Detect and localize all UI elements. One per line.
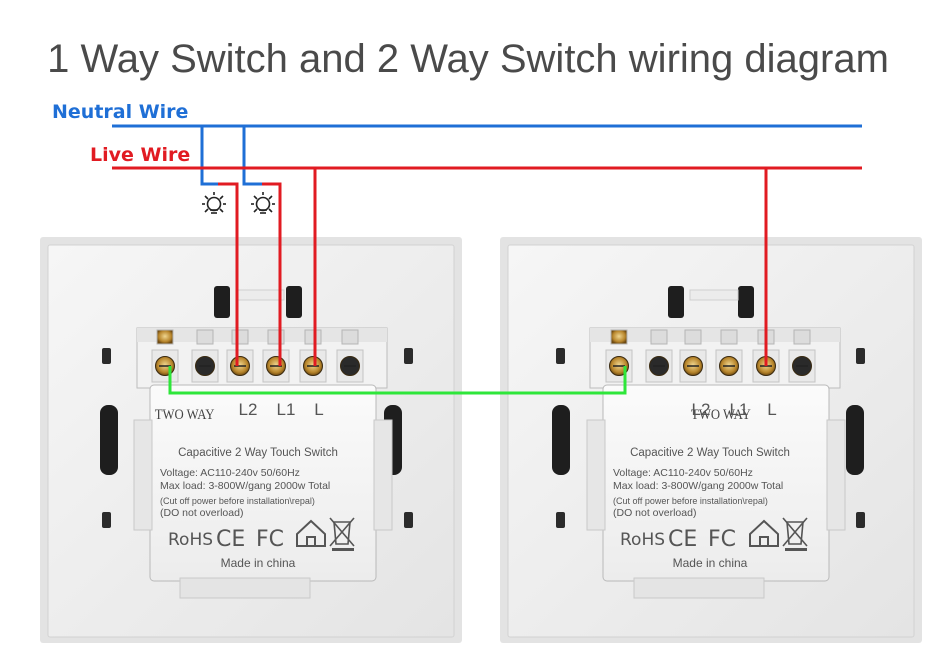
overload-note: (DO not overload)	[613, 507, 696, 519]
max-load-spec: Max load: 3-800W/gang 2000w Total	[160, 480, 330, 492]
switch-type-label: TWO WAY	[691, 407, 751, 423]
module-label-2: TWO WAY L2 L1 L Capacitive 2 Way Touch S…	[613, 400, 808, 570]
neutral-drop-bulb-1	[200, 126, 218, 186]
traveler-wire	[168, 366, 627, 395]
switch-plate-1	[40, 237, 462, 643]
terminal-label-l2: L2	[692, 400, 711, 419]
neutral-wire-label: Neutral Wire	[52, 101, 188, 123]
wires	[112, 124, 862, 395]
fc-mark: FC	[256, 527, 284, 552]
screw-terminal-icon	[191, 329, 219, 383]
overload-note: (DO not overload)	[160, 507, 243, 519]
weee-bin-icon	[329, 517, 355, 551]
home-icon	[296, 519, 326, 547]
rohs-mark: RoHS	[168, 530, 213, 550]
screw-terminal-icon	[679, 329, 707, 383]
max-load-spec: Max load: 3-800W/gang 2000w Total	[613, 480, 783, 492]
terminal-label-l1: L1	[277, 400, 296, 419]
light-bulb-icon	[251, 192, 275, 214]
switch-type-label: TWO WAY	[155, 407, 215, 423]
screw-terminal-icon	[299, 329, 327, 383]
ce-mark: CE	[216, 527, 245, 552]
load-wire-l2	[218, 182, 239, 366]
switch-plate-2	[500, 237, 922, 643]
fc-mark: FC	[708, 527, 736, 552]
ce-mark: CE	[668, 527, 697, 552]
light-bulb-icon	[202, 192, 226, 214]
rohs-mark: RoHS	[620, 530, 665, 550]
screw-terminal-icon	[336, 329, 364, 383]
terminal-label-l: L	[314, 400, 323, 419]
neutral-drop-bulb-2	[242, 126, 262, 186]
diagram-title: 1 Way Switch and 2 Way Switch wiring dia…	[47, 37, 889, 81]
weee-bin-icon	[782, 517, 808, 551]
module-label-1: TWO WAY L2 L1 L Capacitive 2 Way Touch S…	[155, 400, 355, 570]
voltage-spec: Voltage: AC110-240v 50/60Hz	[160, 467, 300, 479]
product-name: Capacitive 2 Way Touch Switch	[178, 447, 338, 459]
screw-terminal-icon	[715, 329, 743, 383]
made-in-label: Made in china	[221, 556, 296, 570]
caution-note: (Cut off power before installation\repal…	[613, 496, 768, 506]
made-in-label: Made in china	[673, 556, 748, 570]
screw-terminal-icon	[645, 329, 673, 383]
voltage-spec: Voltage: AC110-240v 50/60Hz	[613, 467, 753, 479]
caution-note: (Cut off power before installation\repal…	[160, 496, 315, 506]
home-icon	[749, 519, 779, 547]
terminal-label-l2: L2	[239, 400, 258, 419]
load-wire-l1	[262, 182, 282, 366]
product-name: Capacitive 2 Way Touch Switch	[630, 447, 790, 459]
terminal-label-l: L	[767, 400, 776, 419]
screw-terminal-icon	[788, 329, 816, 383]
terminal-label-l1: L1	[730, 400, 749, 419]
live-wire-label: Live Wire	[90, 144, 190, 166]
